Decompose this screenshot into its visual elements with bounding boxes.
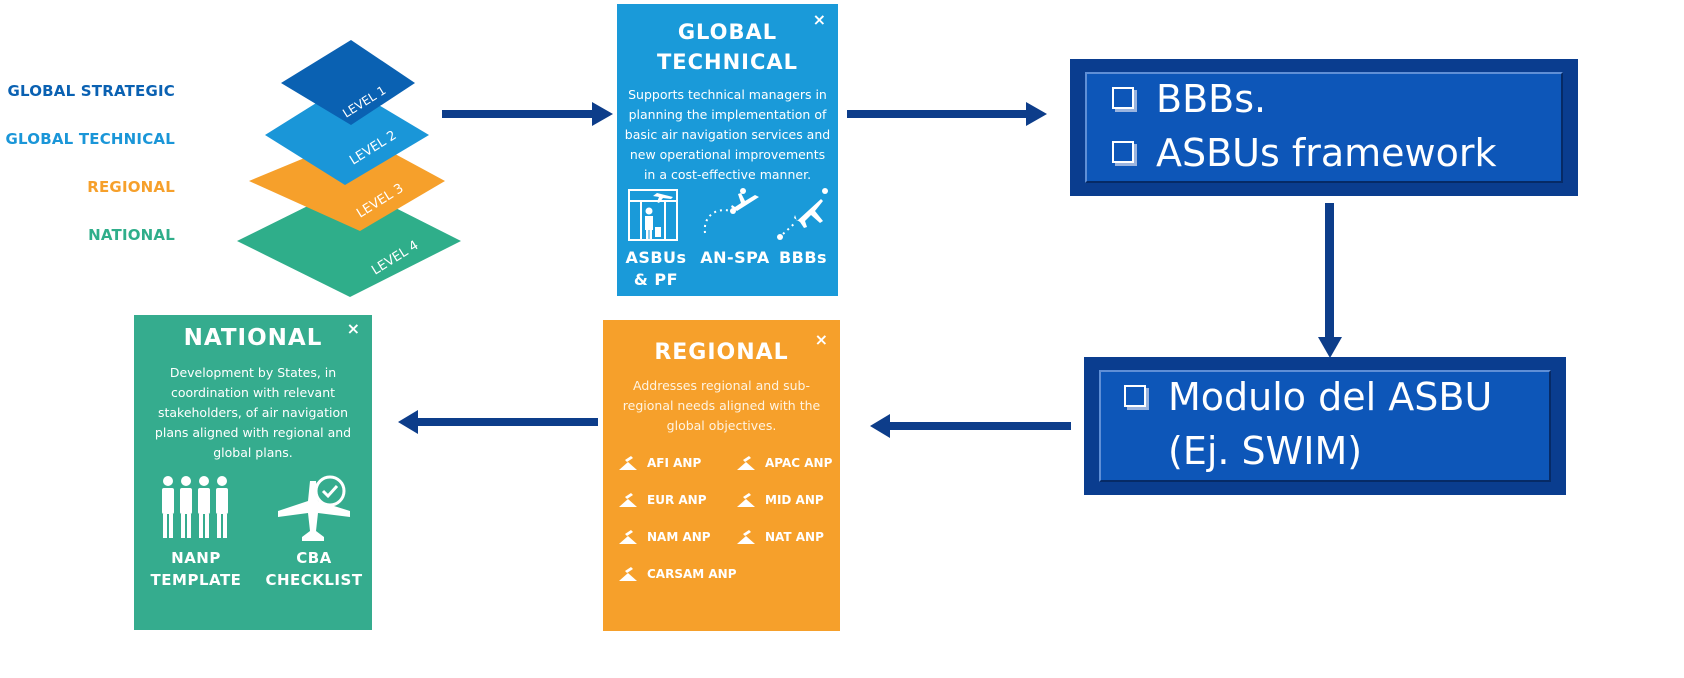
global-technical-description: Supports technical managers in planning … <box>624 87 831 182</box>
level-label-national: NATIONAL <box>88 226 175 244</box>
national-item-cba-checklist[interactable]: CBA CHECKLIST <box>265 549 363 589</box>
flight-path-icon <box>703 188 759 234</box>
anp-eur[interactable]: EUR ANP <box>617 491 706 509</box>
airport-tower-icon <box>619 567 637 581</box>
swim-line: (Ej. SWIM) <box>1168 429 1363 473</box>
global-technical-title-line2: TECHNICAL <box>656 50 799 74</box>
airport-tower-icon <box>737 456 755 470</box>
anp-afi[interactable]: AFI ANP <box>617 454 701 472</box>
airplane-check-icon <box>278 475 350 541</box>
global-technical-title-line1: GLOBAL <box>677 20 778 44</box>
bbbs-asbus-box-face <box>1085 72 1563 183</box>
airport-traveler-icon <box>628 189 678 241</box>
arrow-levels-to-global-technical <box>442 102 613 126</box>
layer-stack-diagram: LEVEL 4 LEVEL 3 LEVEL 2 LEVEL 1 <box>237 40 461 297</box>
checkbox-icon <box>1124 384 1146 407</box>
layer-level-1[interactable] <box>281 40 415 125</box>
global-technical-item-asbus[interactable]: ASBUs & PF <box>625 248 687 289</box>
bbbs-asbus-box: BBBs. ASBUs framework <box>1070 59 1578 196</box>
modulo-asbu-box: Modulo del ASBU (Ej. SWIM) <box>1084 357 1566 495</box>
asbus-framework-line: ASBUs framework <box>1112 131 1497 175</box>
arrow-regional-to-national <box>398 410 598 434</box>
regional-card: REGIONAL × Addresses regional and sub- r… <box>603 320 840 631</box>
level-label-global-technical: GLOBAL TECHNICAL <box>5 130 175 148</box>
layer-level-2[interactable] <box>265 85 429 185</box>
close-icon[interactable]: × <box>814 330 828 349</box>
anp-mid[interactable]: MID ANP <box>735 491 824 509</box>
global-technical-item-bbbs[interactable]: BBBs <box>778 248 828 267</box>
arrow-global-technical-to-bbbs <box>847 102 1047 126</box>
airport-tower-icon <box>737 530 755 544</box>
regional-description: Addresses regional and sub- regional nee… <box>622 378 821 433</box>
airport-tower-icon <box>737 493 755 507</box>
level-label-global-strategic: GLOBAL STRATEGIC <box>7 82 175 100</box>
regional-title: REGIONAL <box>654 340 789 365</box>
modulo-asbu-box-face <box>1099 370 1551 482</box>
anp-nat[interactable]: NAT ANP <box>735 528 824 546</box>
global-technical-card: GLOBAL TECHNICAL × Supports technical ma… <box>617 4 838 296</box>
airport-tower-icon <box>619 493 637 507</box>
national-card: NATIONAL × Development by States, in coo… <box>134 315 372 630</box>
arrow-bbbs-to-modulo <box>1318 203 1342 358</box>
airport-tower-icon <box>619 530 637 544</box>
bbbs-line: BBBs. <box>1112 77 1266 121</box>
global-technical-item-anspa[interactable]: AN-SPA <box>700 248 770 267</box>
anp-apac[interactable]: APAC ANP <box>735 454 832 472</box>
layer-level-4[interactable] <box>237 185 461 297</box>
arrow-modulo-to-regional <box>870 414 1071 438</box>
national-item-nanp-template[interactable]: NANP TEMPLATE <box>150 549 242 589</box>
anp-carsam[interactable]: CARSAM ANP <box>617 565 737 583</box>
national-description: Development by States, in coordination w… <box>154 365 352 460</box>
airplane-route-icon <box>777 188 828 240</box>
close-icon[interactable]: × <box>346 319 360 338</box>
checkbox-icon <box>1112 140 1134 163</box>
anp-nam[interactable]: NAM ANP <box>617 528 711 546</box>
airport-tower-icon <box>619 456 637 470</box>
level-label-regional: REGIONAL <box>87 178 175 196</box>
modulo-line: Modulo del ASBU <box>1124 375 1492 419</box>
national-title: NATIONAL <box>183 325 323 351</box>
close-icon[interactable]: × <box>812 10 826 29</box>
people-group-icon <box>162 476 228 538</box>
checkbox-icon <box>1112 86 1134 109</box>
